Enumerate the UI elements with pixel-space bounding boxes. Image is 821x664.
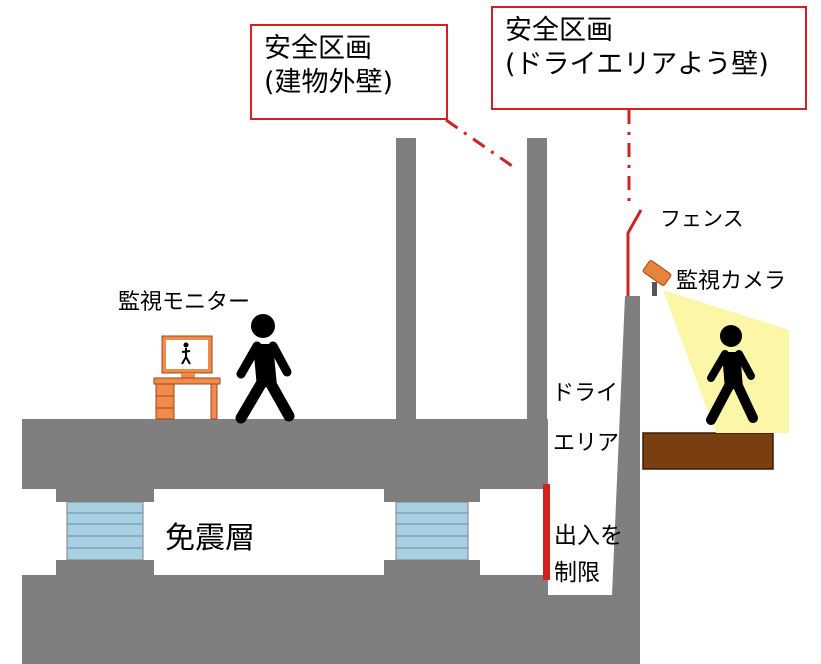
surveillance-camera-icon	[642, 260, 672, 296]
building-structure	[22, 138, 640, 664]
person-walking-icon	[235, 314, 295, 424]
monitor-desk	[153, 335, 221, 420]
callout-wall-line1: 安全区画	[264, 33, 372, 64]
leader-line-wall	[445, 118, 516, 170]
fence	[626, 209, 643, 296]
callout-dry-line1: 安全区画	[505, 15, 613, 46]
seismic-bearing-left	[56, 489, 154, 575]
person-walking-icon-outside	[706, 325, 758, 425]
ground-block	[642, 432, 774, 470]
label-camera: 監視カメラ	[676, 269, 787, 294]
label-restrict-line2: 制限	[554, 560, 600, 586]
label-restrict-line1: 出入を	[554, 523, 623, 549]
exterior-wall-right-column	[527, 138, 547, 420]
label-dry-area-line2: エリア	[553, 431, 620, 456]
label-dry-area-line1: ドライ	[552, 381, 619, 406]
callout-wall-line2: (建物外壁)	[264, 67, 394, 98]
access-restriction-bar	[543, 484, 550, 580]
callout-dry-area-wall: 安全区画 (ドライエリアよう壁)	[491, 6, 807, 110]
label-monitor: 監視モニター	[118, 290, 251, 315]
label-isolation-layer: 免震層	[165, 521, 255, 556]
callout-dry-line2: (ドライエリアよう壁)	[505, 49, 769, 80]
label-fence: フェンス	[660, 207, 744, 231]
upper-floor-slab	[22, 419, 548, 489]
foundation-with-dry-area	[22, 296, 640, 664]
callout-building-wall: 安全区画 (建物外壁)	[250, 24, 448, 120]
seismic-bearing-right	[384, 489, 480, 575]
exterior-wall-left-column	[396, 138, 416, 420]
